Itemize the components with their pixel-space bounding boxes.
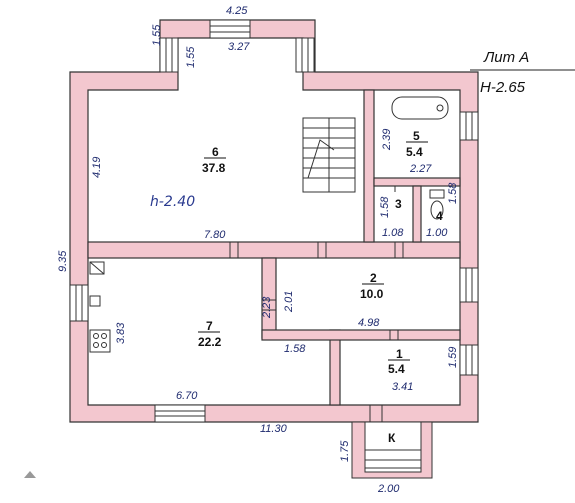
room-labels: 6 37.8 5 5.4 3 4 2 10.0 7 22.2 1 5.4: [198, 129, 443, 376]
dim-room7-h: 3.83: [115, 322, 127, 344]
dim-room3-h: 1.58: [379, 196, 391, 218]
room-7-area: 22.2: [198, 335, 222, 349]
dim-left-upper: 1.55: [151, 24, 163, 46]
wall-room6-bottom: [87, 241, 461, 259]
height-note: Н-2.65: [480, 79, 526, 96]
room-2-area: 10.0: [360, 287, 384, 301]
room-5-num: 5: [413, 129, 420, 143]
dim-room1-w: 3.41: [392, 381, 413, 393]
room-5-area: 5.4: [406, 145, 423, 159]
doors: [229, 186, 404, 422]
dim-room2-w: 4.98: [358, 317, 380, 329]
dim-room7-w: 6.70: [176, 390, 198, 402]
wall-room2-bottom: [261, 329, 461, 341]
dim-overall-width: 11.30: [260, 423, 288, 435]
room-1-area: 5.4: [388, 362, 405, 376]
wall-room7-right-lower: [329, 329, 341, 406]
dim-room3-w: 1.08: [382, 227, 404, 239]
dim-top-inner: 3.27: [228, 41, 250, 53]
exterior-walls: [69, 19, 479, 423]
wall-room3-4: [412, 185, 422, 243]
dim-room2-h2: 2.01: [283, 291, 295, 313]
dim-room4-w: 1.00: [426, 227, 448, 239]
windows: [69, 19, 479, 423]
wall-room5-left: [363, 89, 375, 243]
dim-room1-h: 1.59: [447, 347, 459, 368]
room-6-area: 37.8: [202, 161, 226, 175]
room-7-num: 7: [206, 319, 213, 333]
dim-top-outer: 4.25: [226, 5, 248, 17]
dim-overall-height: 9.35: [57, 250, 69, 272]
room-4-num: 4: [436, 209, 443, 223]
dim-porch-w: 2.00: [377, 483, 400, 495]
bathtub-icon: [391, 96, 449, 120]
dim-room2-h1: 2.23: [261, 296, 273, 319]
stove-icon: [89, 329, 111, 353]
dim-porch-h: 1.75: [339, 440, 351, 462]
dim-room5-w: 2.27: [409, 163, 432, 175]
porch: [351, 421, 433, 479]
porch-label: К: [388, 431, 396, 445]
toilet-icon: [429, 189, 445, 220]
room6-height-hand: h-2.40: [150, 194, 195, 210]
staircase: [302, 117, 356, 193]
watermark-text: Домклик: [44, 469, 96, 484]
dim-room6-height: 4.19: [91, 157, 103, 178]
dim-room7-jog: 1.58: [284, 343, 306, 355]
room-6-num: 6: [212, 145, 219, 159]
dim-left-upper2: 1.55: [185, 46, 197, 68]
dim-room4-h: 1.58: [447, 182, 459, 204]
room-1-num: 1: [396, 347, 403, 361]
domclick-watermark: Домклик: [22, 468, 96, 484]
dimension-labels: 4.25 3.27 1.55 1.55 4.19 7.80 9.35 2.39 …: [57, 5, 459, 495]
dim-room6-width: 7.80: [204, 229, 226, 241]
room-2-num: 2: [370, 271, 377, 285]
dim-room5-h: 2.39: [381, 129, 393, 151]
plan-title: Лит А: [483, 49, 529, 66]
boiler-icon: [89, 261, 105, 307]
room-3-num: 3: [395, 197, 402, 211]
